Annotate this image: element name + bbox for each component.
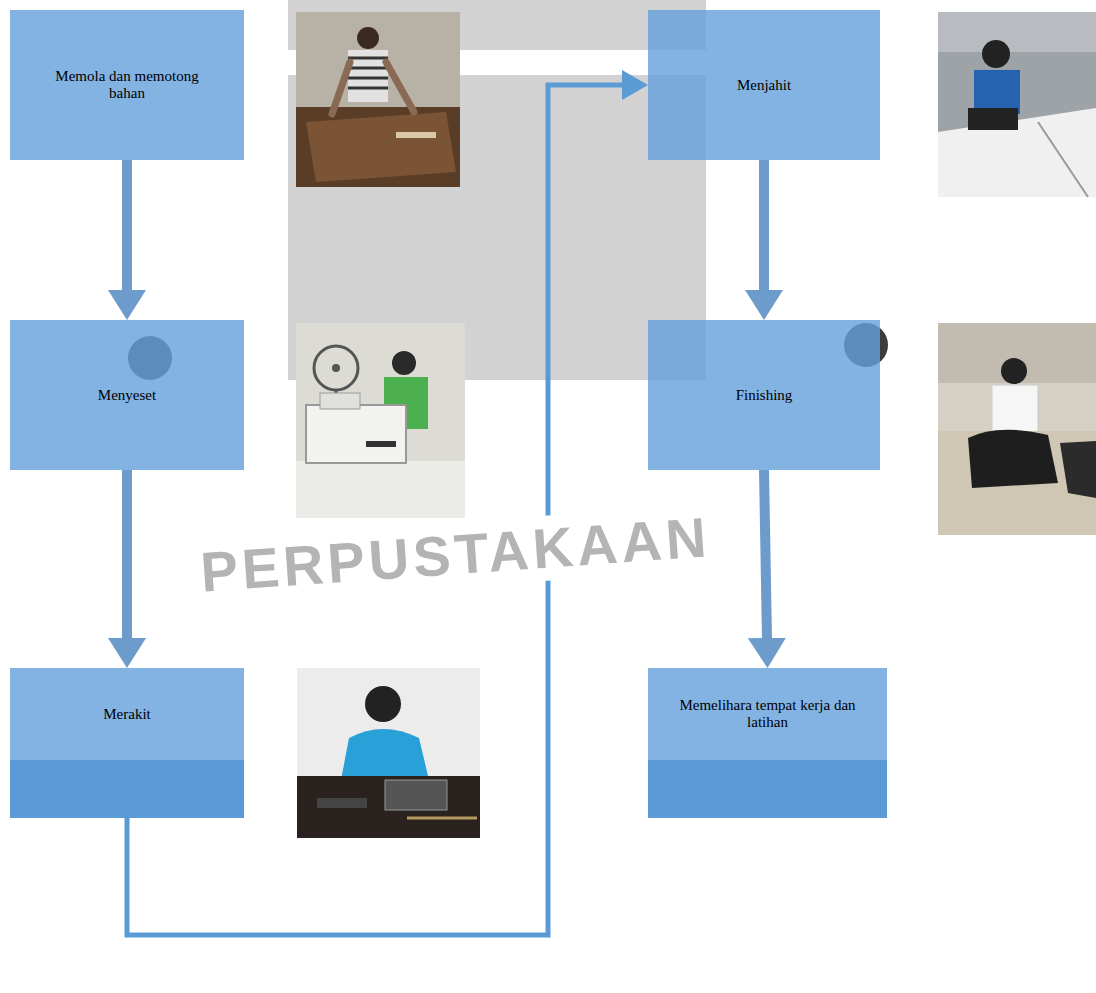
process-box: Finishing bbox=[648, 320, 880, 470]
process-box: Merakit bbox=[10, 668, 244, 818]
watermark-text: PERPUSTAKAAN bbox=[194, 504, 716, 605]
step-label: Menjahit bbox=[737, 77, 791, 94]
photo-assembling bbox=[297, 668, 480, 838]
box-text-area: Menyeset bbox=[10, 320, 244, 470]
box-footer-band bbox=[648, 760, 887, 818]
box-footer-band bbox=[10, 760, 244, 818]
box-text-area: Memola dan memotong bahan bbox=[10, 10, 244, 160]
step-label: Finishing bbox=[736, 387, 793, 404]
box-text-area: Menjahit bbox=[648, 10, 880, 160]
step-label: Menyeset bbox=[98, 387, 156, 404]
flow-arrow bbox=[122, 470, 132, 638]
photo-skiving bbox=[296, 323, 465, 518]
box-text-area: Finishing bbox=[648, 320, 880, 470]
photo-finishing bbox=[938, 323, 1096, 535]
step-label: Merakit bbox=[103, 706, 150, 723]
process-box: Memola dan memotong bahan bbox=[10, 10, 244, 160]
photo-cutting bbox=[296, 12, 460, 187]
process-box: Menjahit bbox=[648, 10, 880, 160]
step-label: Memola dan memotong bahan bbox=[47, 68, 207, 102]
box-text-area: Memelihara tempat kerja dan latihan bbox=[648, 668, 887, 760]
box-text-area: Merakit bbox=[10, 668, 244, 760]
flow-arrow bbox=[759, 160, 769, 290]
flow-arrow bbox=[122, 160, 132, 290]
photo-sewing bbox=[938, 12, 1096, 197]
step-label: Memelihara tempat kerja dan latihan bbox=[660, 697, 875, 731]
process-box: Menyeset bbox=[10, 320, 244, 470]
process-box: Memelihara tempat kerja dan latihan bbox=[648, 668, 887, 818]
flow-arrow bbox=[764, 470, 767, 638]
